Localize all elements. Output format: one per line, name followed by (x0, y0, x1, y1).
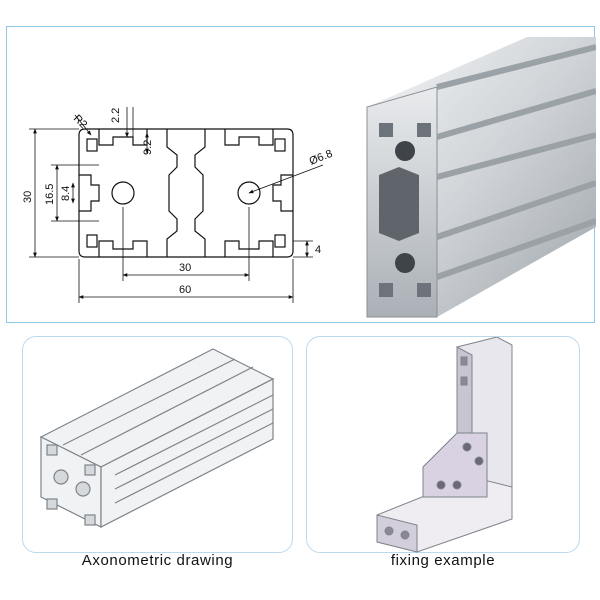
bolt-icon (462, 442, 472, 452)
axonometric-svg (39, 348, 275, 528)
dimension-lines (29, 107, 324, 303)
fixing-example-svg (376, 337, 513, 553)
dim-height: 30 (22, 191, 34, 203)
dim-width: 60 (179, 284, 191, 296)
profile-photo-render (366, 37, 596, 318)
dim-bottom-lip: 4 (315, 244, 321, 256)
dim-hole-diameter: Ø6.8 (308, 148, 335, 168)
dim-inner-height: 16.5 (44, 184, 56, 205)
dim-slot-depth: 9.2 (142, 140, 154, 155)
axonometric-profile (39, 348, 275, 528)
bolt-icon (436, 480, 446, 490)
caption-axonometric: Axonometric drawing (81, 552, 234, 569)
center-hole-right (237, 181, 261, 205)
axonometric-panel (22, 336, 293, 553)
dim-radius: R2 (71, 113, 89, 131)
bolt-icon (452, 480, 462, 490)
profile-outline (78, 128, 294, 258)
technical-drawing-panel: R2 2.2 9.2 Ø6.8 30 16.5 8.4 4 30 60 (6, 26, 596, 323)
dim-center-spacing: 30 (179, 262, 191, 274)
fixing-example-panel (306, 336, 580, 553)
caption-fixing-example: fixing example (390, 552, 496, 569)
bolt-icon (474, 456, 484, 466)
dim-slot-top: 2.2 (110, 108, 122, 123)
corner-bracket (422, 432, 488, 498)
center-hole-left (111, 181, 135, 205)
cross-section-svg: R2 2.2 9.2 Ø6.8 30 16.5 8.4 4 30 60 (22, 37, 596, 318)
dim-slot-width: 8.4 (60, 186, 72, 201)
